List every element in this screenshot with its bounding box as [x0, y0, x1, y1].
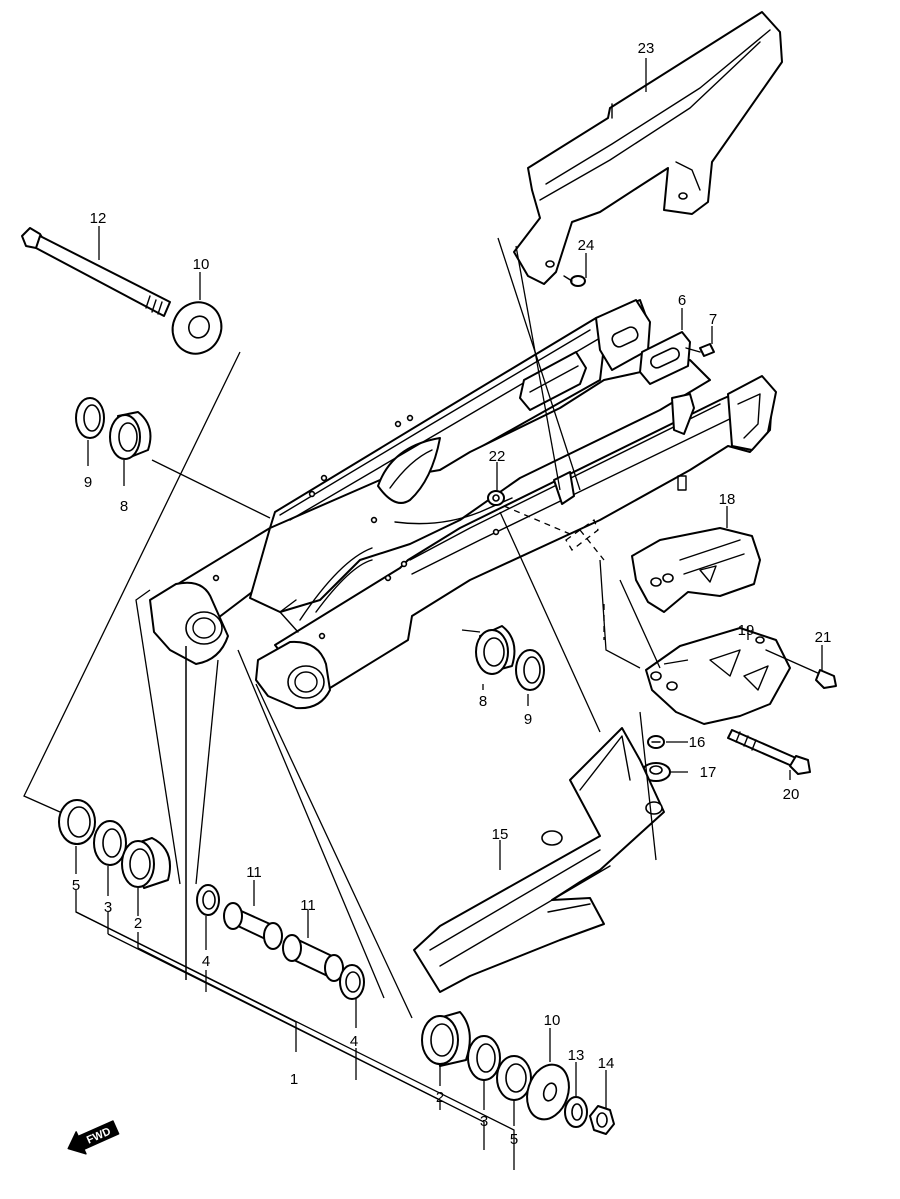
bolt-21	[765, 649, 837, 689]
bearing-2-lower	[121, 837, 171, 889]
washer-top	[171, 301, 223, 355]
bearing-2-right	[421, 1011, 471, 1067]
label-11-left: 11	[246, 864, 262, 881]
spacer-11-right	[282, 934, 344, 982]
washer-4-right	[339, 964, 365, 1000]
bolt-20	[727, 729, 811, 775]
label-8-right: 8	[479, 693, 487, 710]
label-9-upper: 9	[84, 474, 92, 491]
oil-seal-3-right	[467, 1035, 501, 1081]
label-8-upper: 8	[120, 498, 128, 515]
chain-guide-lower	[645, 627, 791, 725]
label-6: 6	[678, 292, 686, 309]
label-19: 19	[738, 622, 755, 639]
assembly-lines	[23, 58, 823, 1170]
nut-22	[487, 490, 505, 506]
label-15: 15	[492, 826, 509, 843]
label-9-right: 9	[524, 711, 532, 728]
bearing-8-upper	[109, 411, 152, 460]
label-4-left: 4	[202, 953, 210, 970]
label-4-right: 4	[350, 1033, 358, 1050]
nut-14	[589, 1105, 615, 1135]
dust-seal-5-right	[496, 1055, 532, 1101]
label-3-right: 3	[480, 1113, 488, 1130]
washer-4-left	[196, 884, 220, 916]
washer-13	[564, 1096, 588, 1128]
spacer-11-left	[223, 902, 283, 950]
oil-seal-3-lower	[93, 820, 127, 866]
label-24: 24	[578, 237, 595, 254]
label-20: 20	[783, 786, 800, 803]
oil-seal-9-upper	[75, 397, 105, 439]
chain-guide-upper	[631, 527, 761, 613]
label-5-left: 5	[72, 877, 80, 894]
label-2-right: 2	[436, 1089, 444, 1106]
label-7: 7	[709, 311, 717, 328]
label-5-right: 5	[510, 1131, 518, 1148]
forward-arrow-icon: FWD	[67, 1120, 120, 1155]
chain-slider	[413, 727, 665, 993]
label-11-right: 11	[300, 897, 316, 914]
label-13: 13	[568, 1047, 585, 1064]
screw-7	[685, 343, 715, 357]
label-14: 14	[598, 1055, 615, 1072]
label-10-upper: 10	[193, 256, 210, 273]
screw-16	[647, 735, 665, 749]
label-22: 22	[489, 448, 506, 465]
label-23: 23	[638, 40, 655, 57]
oil-seal-9-right	[515, 649, 545, 691]
label-10-lower: 10	[544, 1012, 561, 1029]
label-18: 18	[719, 491, 736, 508]
label-12: 12	[90, 210, 107, 227]
label-21: 21	[815, 629, 832, 646]
adjuster-plate	[639, 331, 691, 385]
label-3-left: 3	[104, 899, 112, 916]
bearing-8-right	[475, 625, 516, 675]
part-labels: 1 2 2 3 3 4 4 5 5 6 7 8 8 9 9 10 10 11 1…	[72, 40, 832, 1148]
fwd-label: FWD	[85, 1125, 113, 1146]
dust-seal-5-lower	[58, 799, 96, 845]
pivot-bolt	[21, 227, 171, 317]
screw-24	[563, 275, 586, 287]
label-17: 17	[700, 764, 717, 781]
washer-10-lower	[526, 1063, 570, 1121]
label-2-left: 2	[134, 915, 142, 932]
label-1: 1	[290, 1071, 298, 1088]
label-16: 16	[689, 734, 706, 751]
